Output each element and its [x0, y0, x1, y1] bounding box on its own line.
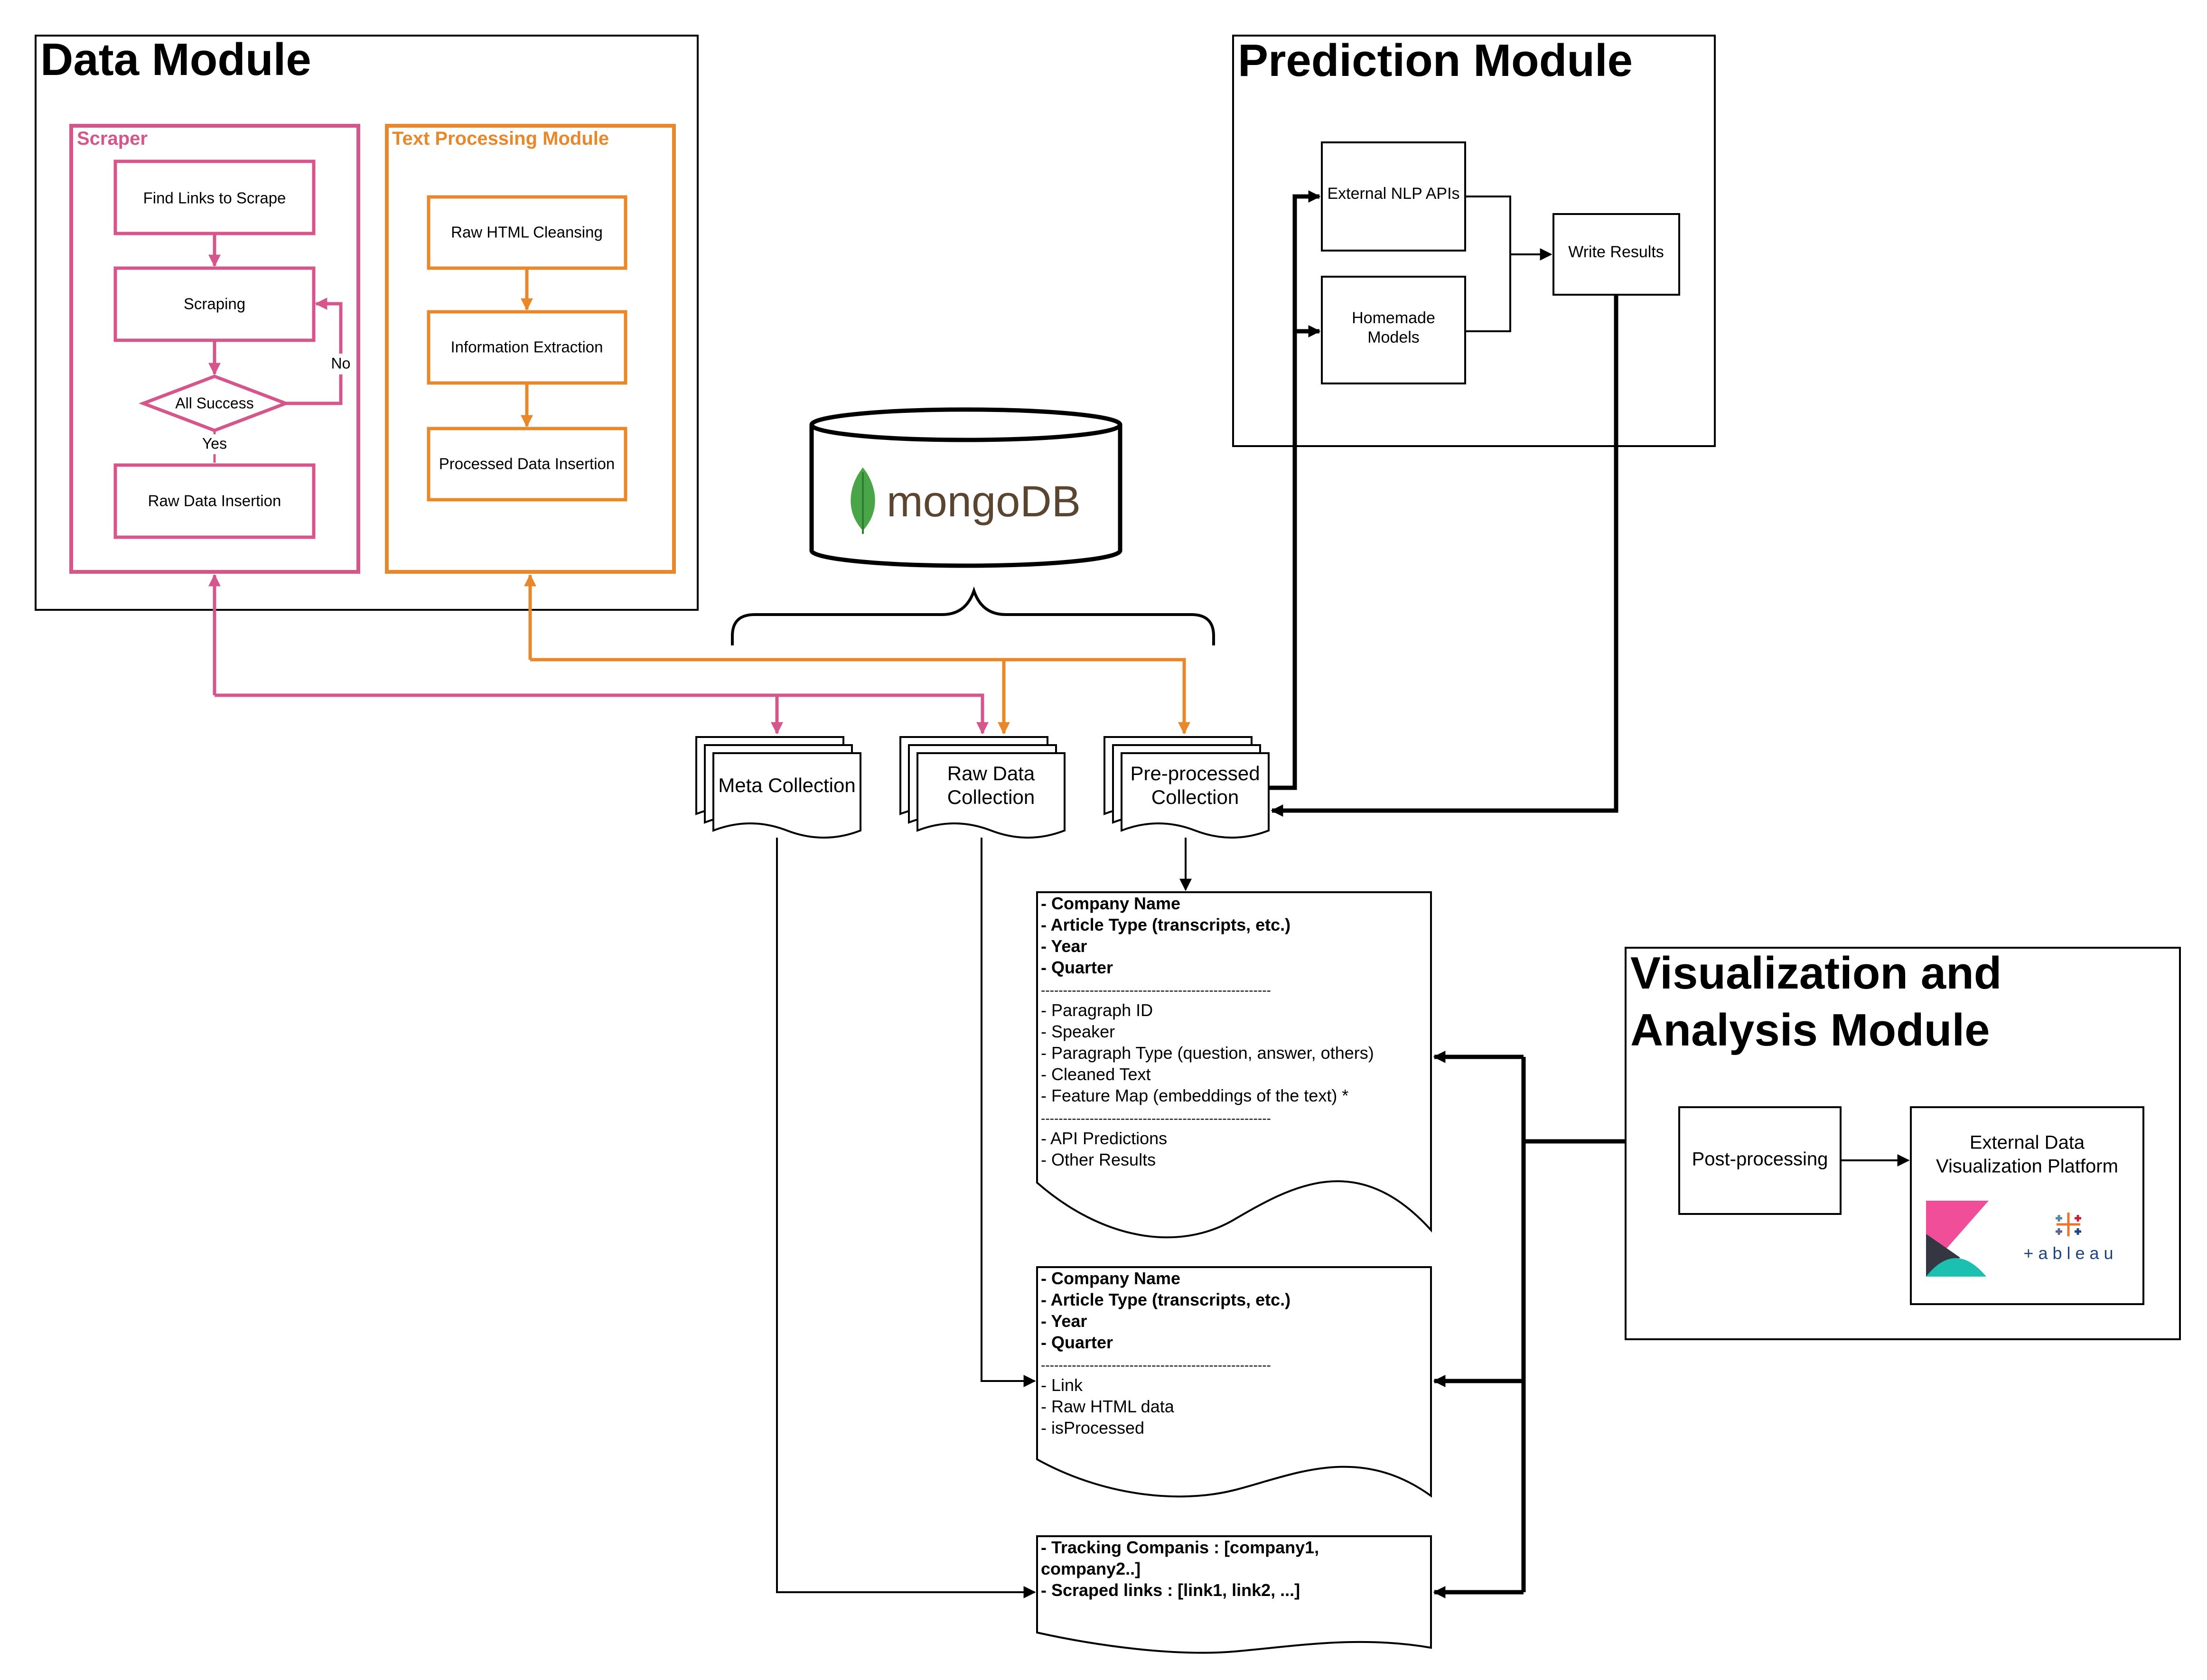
info-extraction-node	[427, 310, 627, 385]
meta-collection: Meta Collection	[695, 736, 861, 839]
homemade-models-label-2: Models	[1367, 328, 1420, 346]
write-results-label: Write Results	[1568, 243, 1664, 261]
schema-line: - Company Name	[1041, 894, 1180, 913]
processed-insertion-label: Processed Data Insertion	[439, 455, 615, 473]
collections-brace	[731, 586, 1215, 645]
nlp-apis-label: External NLP APIs	[1327, 185, 1459, 203]
raw-data-collection-label-1: Raw Data	[947, 762, 1035, 784]
raw-data-insertion-node	[113, 463, 316, 539]
preprocessed-collection-label-2: Collection	[1151, 786, 1239, 808]
meta-to-schema-arrow	[776, 838, 1036, 1598]
scraper-frame	[69, 124, 360, 574]
write-results-to-collection-line	[1271, 295, 1618, 817]
schema-divider: ----------------------------------------…	[1041, 1358, 1271, 1372]
text-processing-title: Text Processing Module	[392, 128, 609, 149]
visualization-module-frame	[1625, 947, 2181, 1340]
scraper-module: Scraper Find Links to Scrape Scraping Al…	[69, 124, 360, 574]
tableau-logo-text: + a b l e a u	[2023, 1243, 2113, 1263]
visualization-module: Visualization and Analysis Module Post-p…	[1625, 947, 2181, 1340]
textproc-bus-line	[530, 658, 1190, 735]
meta-collection-label: Meta Collection	[718, 774, 855, 796]
db-cylinder-body	[809, 425, 1122, 568]
schema-line: - Other Results	[1041, 1150, 1156, 1169]
visualization-title-2: Analysis Module	[1630, 1005, 1990, 1055]
preprocessed-schema-doc: - Company Name - Article Type (transcrip…	[1036, 891, 1432, 1239]
html-cleansing-node	[427, 195, 627, 270]
schema-line: - Speaker	[1041, 1022, 1115, 1041]
no-label: No	[331, 355, 351, 372]
prediction-module-frame	[1232, 35, 1716, 447]
schema-line: - Tracking Companis : [company1,	[1041, 1538, 1319, 1557]
schema-line: - Link	[1041, 1375, 1083, 1395]
preprocessed-to-prediction-line	[1269, 190, 1321, 790]
visualization-title-1: Visualization and	[1630, 948, 2001, 999]
html-cleansing-label: Raw HTML Cleansing	[451, 224, 603, 241]
schema-line: - isProcessed	[1041, 1418, 1144, 1437]
schema-line: - Paragraph Type (question, answer, othe…	[1041, 1043, 1374, 1063]
no-label-bg	[327, 354, 354, 374]
raw-to-schema-arrow	[981, 838, 1036, 1387]
schema-line: - API Predictions	[1041, 1129, 1167, 1148]
schema-divider: ----------------------------------------…	[1041, 983, 1271, 998]
schema-line: - Company Name	[1041, 1269, 1180, 1288]
schema-divider: ----------------------------------------…	[1041, 1111, 1271, 1126]
homemade-models-node	[1321, 276, 1466, 384]
preprocessed-schema-text: - Company Name - Article Type (transcrip…	[1041, 894, 1374, 1169]
schema-line: - Feature Map (embeddings of the text) *	[1041, 1086, 1348, 1105]
data-module: Data Module Scraper Find Links to Scrape…	[35, 34, 699, 611]
connector-nlp-to-merge	[1465, 196, 1511, 332]
viz-platform-label-2: Visualization Platform	[1936, 1156, 2118, 1177]
find-links-label: Find Links to Scrape	[143, 189, 286, 207]
schema-line: - Raw HTML data	[1041, 1397, 1175, 1416]
scraper-bus-line	[215, 693, 989, 735]
schema-line: - Quarter	[1041, 958, 1113, 977]
schema-line: - Paragraph ID	[1041, 1000, 1153, 1020]
schema-line: - Scraped links : [link1, link2, ...]	[1041, 1580, 1300, 1600]
text-processing-module: Text Processing Module Raw HTML Cleansin…	[385, 124, 676, 574]
yes-label-bg	[197, 434, 232, 454]
schema-line: - Year	[1041, 1311, 1087, 1331]
db-cylinder-top	[809, 407, 1122, 442]
mongodb-logo-text: mongoDB	[887, 477, 1081, 526]
prediction-module: Prediction Module External NLP APIs Home…	[1232, 35, 1716, 447]
raw-schema-text: - Company Name - Article Type (transcrip…	[1041, 1269, 1291, 1437]
mongodb-database: mongoDB	[731, 407, 1215, 645]
schema-line: - Article Type (transcripts, etc.)	[1041, 1290, 1291, 1309]
tableau-logo-icon: + a b l e a u	[2023, 1213, 2113, 1263]
meta-schema-doc: - Tracking Companis : [company1, company…	[1036, 1535, 1432, 1654]
kibana-logo-icon	[1926, 1201, 1989, 1277]
post-processing-node	[1678, 1106, 1842, 1215]
schema-line: - Cleaned Text	[1041, 1064, 1150, 1084]
data-module-frame	[35, 35, 699, 611]
preprocessed-collection-label-1: Pre-processed	[1130, 762, 1260, 784]
meta-schema-text: - Tracking Companis : [company1, company…	[1041, 1538, 1319, 1600]
yes-label: Yes	[202, 435, 227, 452]
post-processing-label: Post-processing	[1692, 1149, 1828, 1170]
schema-line: - Quarter	[1041, 1333, 1113, 1352]
viz-platform-label-1: External Data	[1970, 1132, 2085, 1153]
all-success-label: All Success	[175, 394, 253, 411]
schema-line: - Article Type (transcripts, etc.)	[1041, 915, 1291, 934]
data-module-title: Data Module	[40, 34, 311, 85]
find-links-node	[113, 159, 316, 235]
processed-insertion-node	[427, 427, 627, 502]
info-extraction-label: Information Extraction	[451, 338, 603, 356]
text-processing-frame	[385, 124, 676, 574]
raw-schema-doc: - Company Name - Article Type (transcrip…	[1036, 1266, 1432, 1498]
scraper-title: Scraper	[77, 128, 148, 149]
raw-data-collection-label-2: Collection	[947, 786, 1035, 808]
write-results-node	[1552, 213, 1680, 296]
scraping-label: Scraping	[184, 295, 245, 313]
raw-data-insertion-label: Raw Data Insertion	[148, 492, 281, 510]
homemade-models-label-1: Homemade	[1352, 309, 1435, 327]
prediction-module-title: Prediction Module	[1238, 35, 1633, 86]
schema-line: company2..]	[1041, 1559, 1141, 1578]
raw-data-collection: Raw Data Collection	[899, 736, 1066, 839]
schema-line: - Year	[1041, 936, 1087, 956]
preprocessed-collection: Pre-processed Collection	[1104, 736, 1270, 839]
